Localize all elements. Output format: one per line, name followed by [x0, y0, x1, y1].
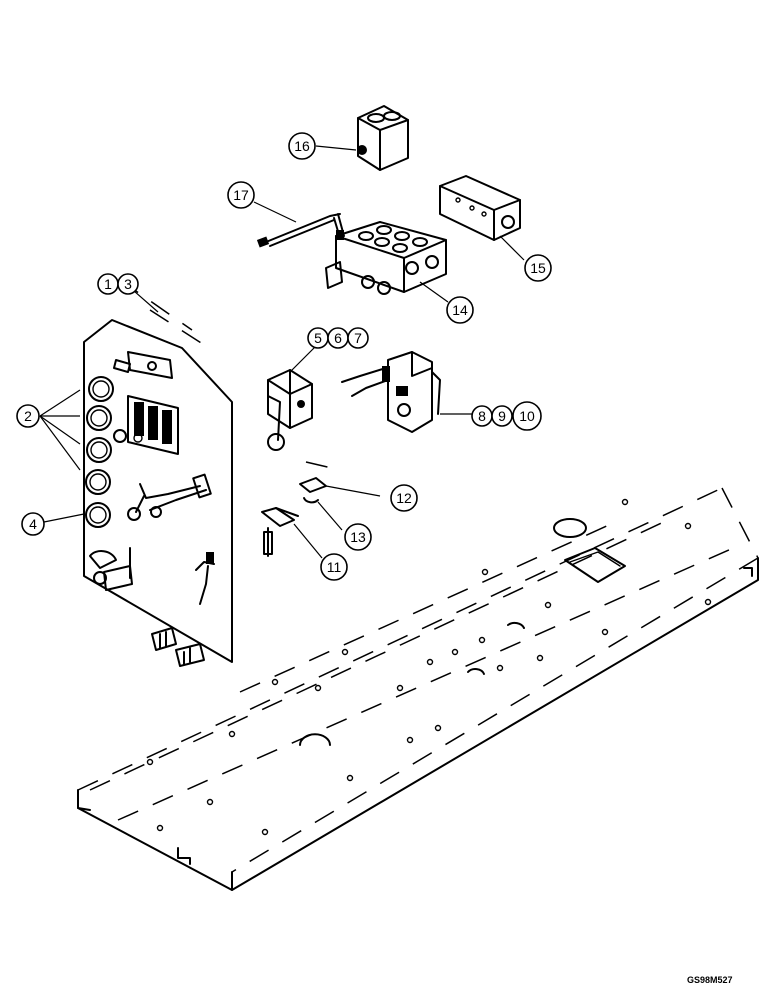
- callout-label: 2: [24, 408, 32, 424]
- platform-frame: [77, 487, 759, 891]
- callout-4: 4: [21, 512, 45, 536]
- callout-9: 9: [491, 405, 513, 427]
- callout-11: 11: [320, 553, 348, 581]
- callout-6: 6: [327, 327, 349, 349]
- leader-lines: [39, 145, 525, 559]
- callout-17: 17: [227, 181, 255, 209]
- valve-bank-14: [325, 221, 447, 295]
- callout-16: 16: [288, 132, 316, 160]
- callout-label: 4: [29, 516, 37, 532]
- callout-1: 1: [97, 273, 119, 295]
- control-panel: [83, 279, 233, 667]
- callout-5: 5: [307, 327, 329, 349]
- manifold-block-15: [439, 175, 521, 241]
- gauges: [85, 376, 114, 528]
- callout-12: 12: [390, 484, 418, 512]
- callout-10: 10: [512, 401, 542, 431]
- clamp-12-13: [299, 461, 341, 504]
- valve-assembly-5-6-7: [267, 369, 313, 451]
- callout-2: 2: [16, 404, 40, 428]
- handle-assembly-11: [261, 507, 299, 557]
- callout-8: 8: [471, 405, 493, 427]
- callout-label: 8: [478, 408, 486, 424]
- callout-label: 5: [314, 330, 322, 346]
- callout-7: 7: [347, 327, 369, 349]
- drawing-code: GS98M527: [687, 975, 733, 985]
- valve-assembly-8-9-10: [341, 351, 441, 433]
- callout-label: 17: [233, 187, 249, 203]
- callout-label: 9: [498, 408, 506, 424]
- callout-label: 7: [354, 330, 362, 346]
- tube-17: [256, 213, 345, 248]
- callout-14: 14: [446, 296, 474, 324]
- callout-15: 15: [524, 254, 552, 282]
- callout-label: 13: [350, 529, 366, 545]
- callout-label: 6: [334, 330, 342, 346]
- callout-label: 15: [530, 260, 546, 276]
- valve-16: [357, 105, 409, 171]
- callout-label: 3: [124, 276, 132, 292]
- callout-label: 10: [519, 408, 535, 424]
- callout-label: 14: [452, 302, 468, 318]
- callout-3: 3: [117, 273, 139, 295]
- callout-label: 1: [104, 276, 112, 292]
- callout-label: 12: [396, 490, 412, 506]
- callout-13: 13: [344, 523, 372, 551]
- callout-label: 11: [327, 559, 342, 575]
- mounting-holes: [146, 498, 712, 836]
- callout-label: 16: [294, 138, 310, 154]
